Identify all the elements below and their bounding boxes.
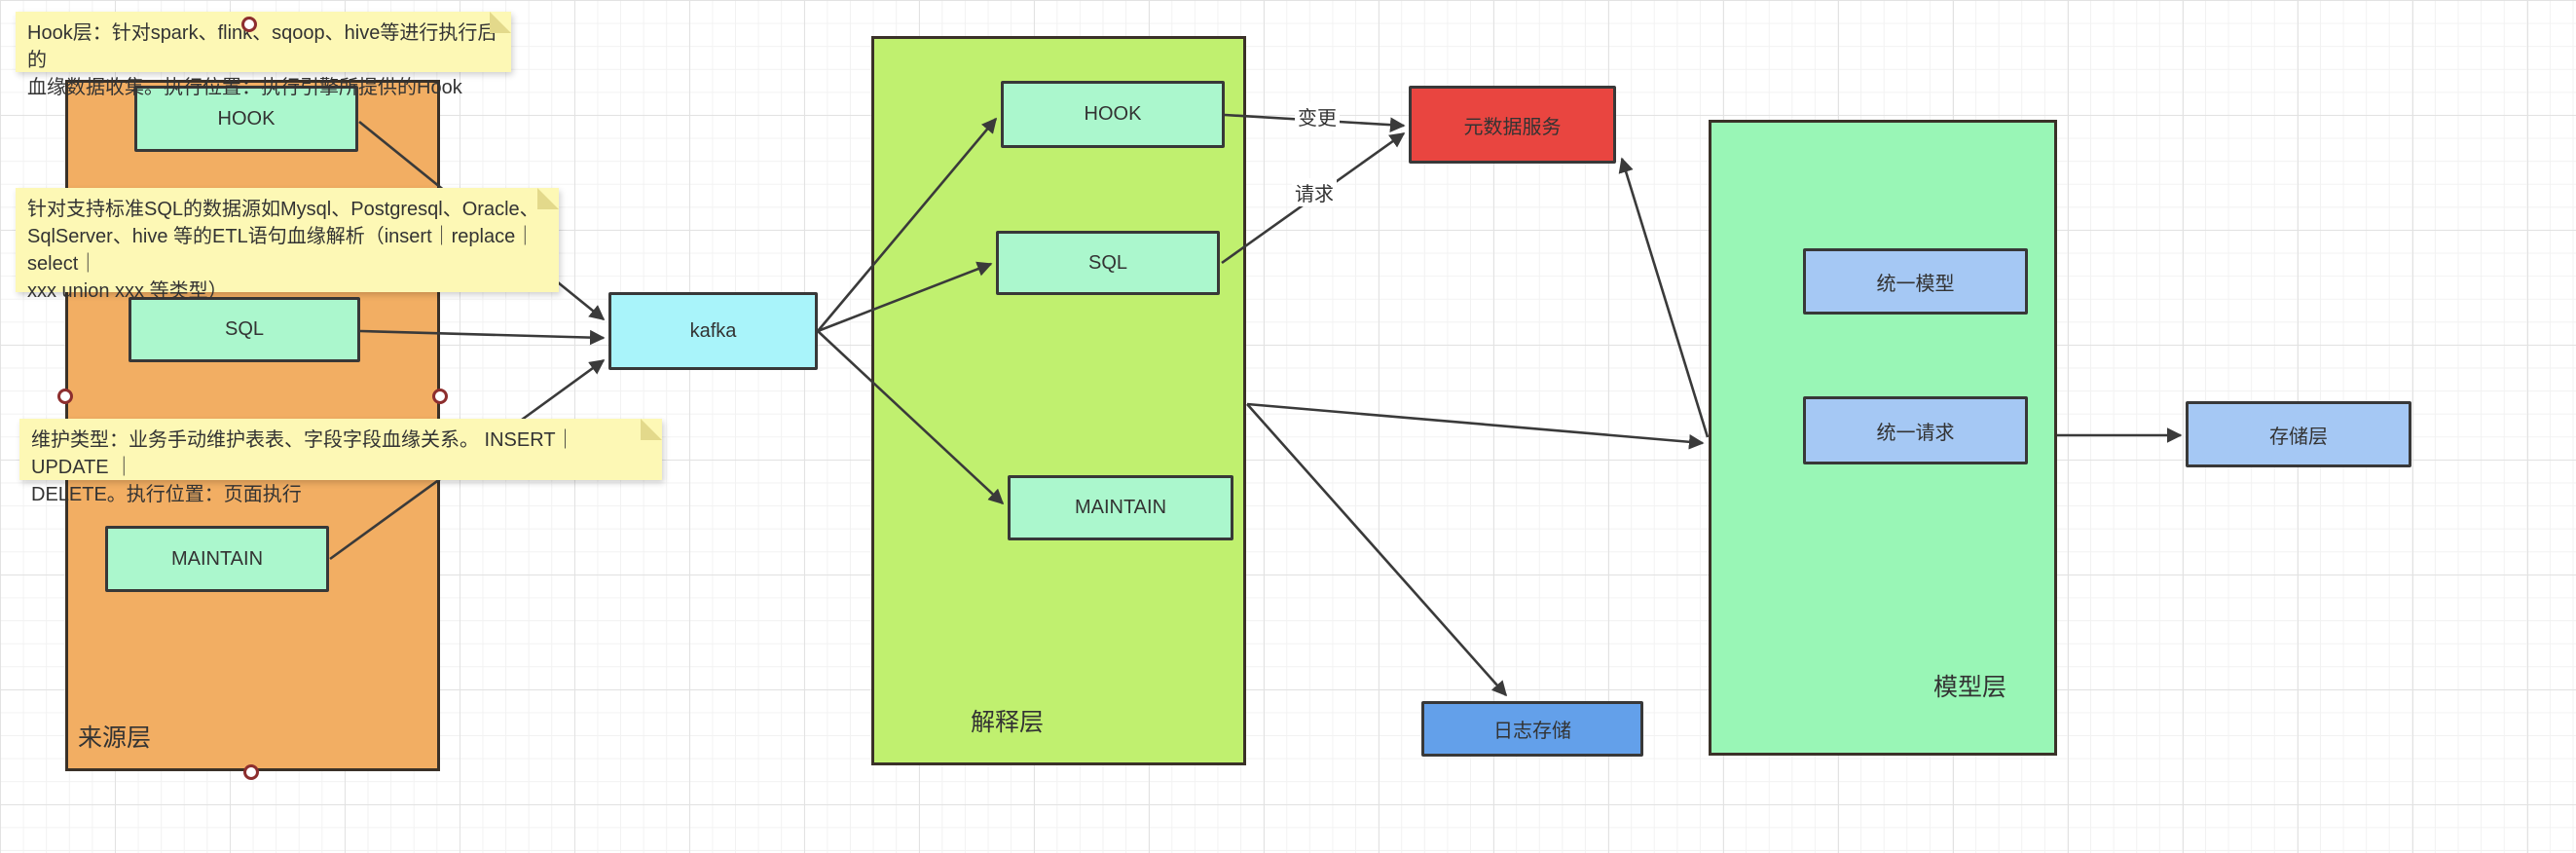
note-sql-line1: 针对支持标准SQL的数据源如Mysql、Postgresql、Oracle、 xyxy=(27,199,539,220)
box-source-hook-label: HOOK xyxy=(217,107,276,130)
box-interpret-maintain[interactable]: MAINTAIN xyxy=(1008,475,1233,540)
box-source-hook[interactable]: HOOK xyxy=(134,86,358,152)
connection-handle-left[interactable] xyxy=(57,389,73,404)
box-interpret-sql[interactable]: SQL xyxy=(996,231,1220,295)
source-layer-label: 来源层 xyxy=(78,724,152,752)
edge-label-change: 变更 xyxy=(1295,102,1340,130)
connection-handle-right[interactable] xyxy=(432,389,448,404)
edge-model-to-metadata[interactable] xyxy=(1618,157,1710,438)
box-source-maintain-label: MAINTAIN xyxy=(170,547,264,570)
note-fold-icon xyxy=(490,12,511,33)
note-sql-etl[interactable]: 针对支持标准SQL的数据源如Mysql、Postgresql、Oracle、 S… xyxy=(16,188,559,302)
connection-handle-top[interactable] xyxy=(241,17,257,32)
note-hook-line1: Hook层：针对spark、flink、sqoop、hive等进行执行后的 xyxy=(27,22,497,71)
box-source-sql-label: SQL xyxy=(224,318,265,340)
edge-label-request: 请求 xyxy=(1292,178,1337,206)
box-unified-model[interactable]: 统一模型 xyxy=(1803,248,2028,315)
note-hook-line2: 血缘数据收集。执行位置：执行引擎所提供的Hook xyxy=(27,77,462,98)
box-log-storage-label: 日志存储 xyxy=(1493,721,1571,742)
box-source-maintain[interactable]: MAINTAIN xyxy=(105,526,329,592)
box-source-sql[interactable]: SQL xyxy=(129,297,360,362)
box-unified-model-label: 统一模型 xyxy=(1876,273,1955,295)
edge-kafka-to-interpret-hook[interactable] xyxy=(817,117,998,332)
note-maintain-type[interactable]: 维护类型：业务手动维护表表、字段字段血缘关系。 INSERT｜UPDATE ｜ … xyxy=(19,419,662,505)
interpret-layer-container[interactable] xyxy=(871,36,1246,765)
box-metadata-service[interactable]: 元数据服务 xyxy=(1409,86,1616,164)
edge-interpret-to-log-storage[interactable] xyxy=(1246,403,1508,697)
edge-kafka-to-interpret-sql[interactable] xyxy=(817,261,993,333)
edge-kafka-to-interpret-maintain[interactable] xyxy=(817,330,1005,505)
box-interpret-maintain-label: MAINTAIN xyxy=(1074,497,1167,518)
box-kafka[interactable]: kafka xyxy=(608,292,818,370)
note-fold-icon xyxy=(641,419,662,440)
note-maintain-line2: DELETE。执行位置：页面执行 xyxy=(31,484,302,505)
box-unified-request-label: 统一请求 xyxy=(1876,422,1955,444)
box-kafka-label: kafka xyxy=(689,319,737,342)
edge-source-sql-to-kafka[interactable] xyxy=(359,329,606,346)
box-unified-request[interactable]: 统一请求 xyxy=(1803,396,2028,464)
box-storage-layer-label: 存储层 xyxy=(2269,426,2328,448)
box-storage-layer[interactable]: 存储层 xyxy=(2186,401,2411,467)
note-maintain-line1: 维护类型：业务手动维护表表、字段字段血缘关系。 INSERT｜UPDATE ｜ xyxy=(31,429,575,478)
box-interpret-sql-label: SQL xyxy=(1087,251,1128,274)
note-sql-line2: SqlServer、hive 等的ETL语句血缘解析（insert｜replac… xyxy=(27,226,535,275)
interpret-layer-label: 解释层 xyxy=(971,709,1045,736)
box-interpret-hook[interactable]: HOOK xyxy=(1001,81,1225,148)
box-metadata-service-label: 元数据服务 xyxy=(1463,116,1562,138)
edge-interpret-to-model[interactable] xyxy=(1246,402,1705,450)
note-sql-line3: xxx union xxx 等类型） xyxy=(27,280,228,302)
note-fold-icon xyxy=(537,188,559,209)
box-interpret-hook-label: HOOK xyxy=(1084,103,1142,125)
note-hook-layer[interactable]: Hook层：针对spark、flink、sqoop、hive等进行执行后的 血缘… xyxy=(16,12,511,98)
connection-handle-bottom[interactable] xyxy=(243,764,259,780)
model-layer-label: 模型层 xyxy=(1933,674,2007,701)
box-log-storage[interactable]: 日志存储 xyxy=(1421,701,1643,757)
